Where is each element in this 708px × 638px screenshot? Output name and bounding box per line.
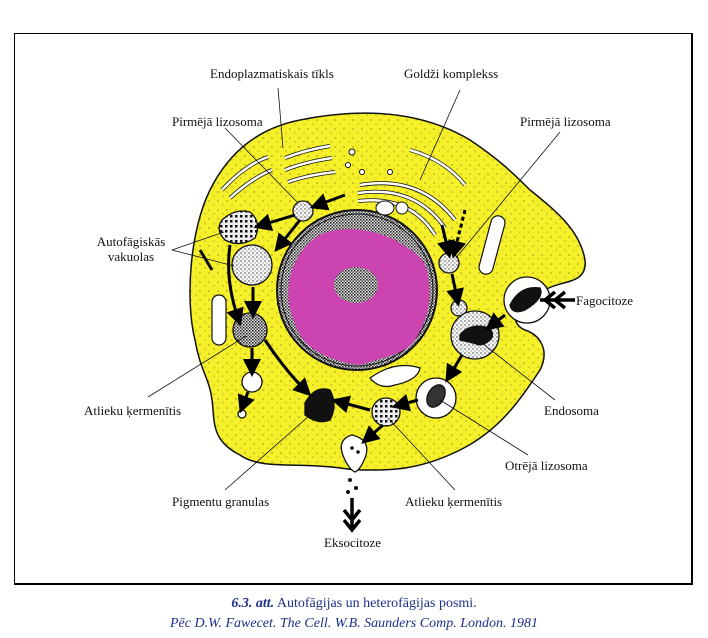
- label-residual-body-left: Atlieku ķermenītis: [84, 403, 182, 418]
- leader-lines: [147, 87, 561, 491]
- caption-number: 6.3. att.: [231, 596, 275, 611]
- exocytosis-arrow-icon: [342, 498, 362, 533]
- endoplasmic-reticulum: [220, 144, 336, 200]
- caption-title: Autofāgijas un heterofāgijas posmi.: [276, 596, 477, 611]
- label-autophagic-vacuoles: Autofāgiskās vakuolas: [88, 234, 174, 264]
- label-phagocytosis: Fagocitoze: [576, 293, 634, 308]
- residual-body-left-organelle: [232, 312, 268, 348]
- label-residual-body-bottom: Atlieku ķermenītis: [405, 494, 503, 509]
- label-secondary-lysosome: Otrējā lizosoma: [505, 458, 588, 473]
- figure-caption: 6.3. att. Autofāgijas un heterofāgijas p…: [0, 594, 708, 634]
- phagocytosis-arrow-icon: [540, 290, 575, 310]
- mitochondria: [198, 215, 506, 388]
- residual-body-bottom-organelle: [371, 397, 401, 427]
- label-autophagic-vacuoles-line2: vakuolas: [107, 249, 155, 264]
- label-pigment-granules: Pigmentu granulas: [172, 494, 270, 509]
- autophagic-vacuole-1: [218, 210, 259, 245]
- golgi-complex: [345, 148, 467, 237]
- label-primary-lysosome-left: Pirmējā lizosoma: [172, 114, 263, 129]
- label-golgi-complex: Goldži komplekss: [404, 66, 499, 81]
- primary-lysosome-right: [438, 252, 460, 274]
- caption-source: Pēc D.W. Fawecet. The Cell. W.B. Saunder…: [170, 616, 538, 631]
- exocytosis-vesicle: [340, 434, 368, 473]
- label-exocytosis: Eksocitoze: [324, 535, 382, 550]
- autophagic-vacuole-2: [231, 244, 273, 286]
- nucleus: [276, 209, 438, 371]
- label-primary-lysosome-right: Pirmējā lizosoma: [520, 114, 611, 129]
- label-endosome: Endosoma: [544, 403, 599, 418]
- primary-lysosome-left: [292, 200, 314, 222]
- pathway-arrows: [226, 193, 506, 444]
- label-endoplasmic-reticulum: Endoplazmatiskais tīkls: [210, 66, 334, 81]
- label-autophagic-vacuoles-line1: Autofāgiskās: [96, 234, 166, 249]
